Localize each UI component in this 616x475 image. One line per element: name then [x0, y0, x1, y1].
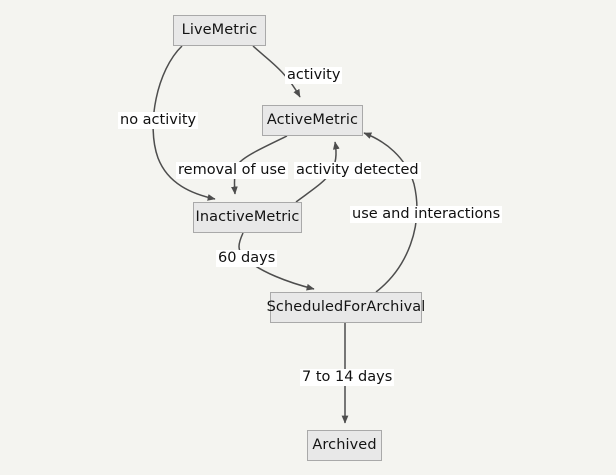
state-node-live-metric[interactable]: LiveMetric [173, 15, 266, 46]
edge-label-removal-of-use: removal of use [176, 162, 288, 180]
edge-label-activity-detected: activity detected [294, 162, 421, 180]
edge-live-to-active [252, 45, 301, 98]
state-node-active-metric[interactable]: ActiveMetric [262, 105, 363, 136]
edge-label-7-to-14-days: 7 to 14 days [300, 369, 395, 387]
state-node-archived[interactable]: Archived [307, 430, 382, 461]
state-node-scheduled-for-archival[interactable]: ScheduledForArchival [267, 292, 425, 323]
state-node-inactive-metric[interactable]: InactiveMetric [193, 202, 302, 233]
edge-label-activity: activity [285, 67, 343, 85]
edge-live-to-inactive [152, 45, 216, 201]
edge-scheduled-to-active [363, 132, 418, 293]
edge-label-60-days: 60 days [216, 250, 278, 268]
edge-label-use-and-interactions: use and interactions [350, 206, 503, 224]
edge-label-no-activity: no activity [118, 112, 199, 130]
